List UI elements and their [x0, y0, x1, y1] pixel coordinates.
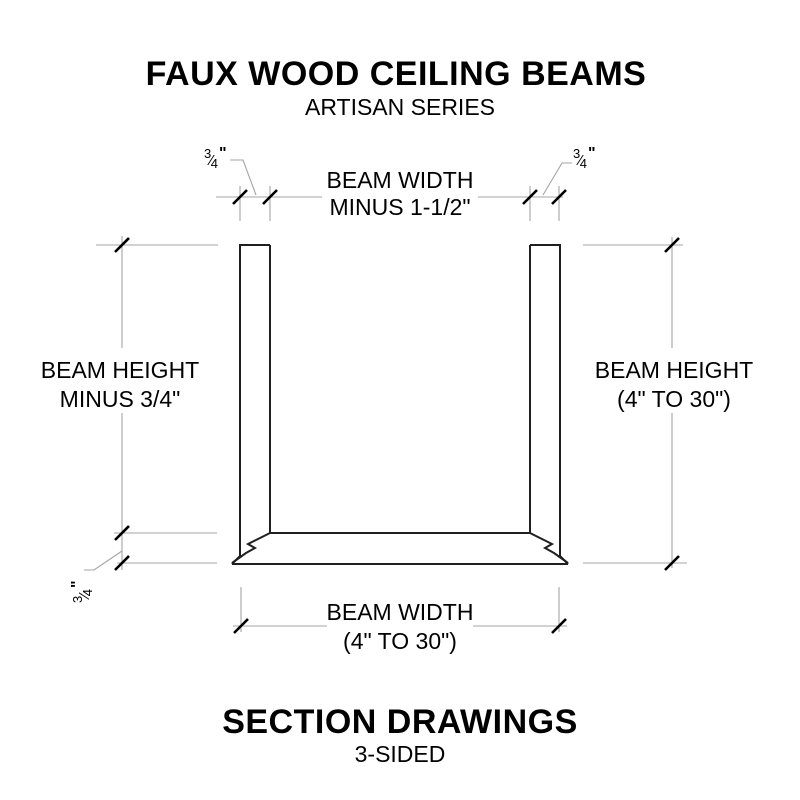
tick-mark	[664, 237, 680, 253]
tick-mark	[522, 189, 538, 205]
dim-label-left-height-line1: BEAM HEIGHT	[41, 357, 199, 383]
dim-left-lines	[84, 236, 218, 571]
page-title: FAUX WOOD CEILING BEAMS	[146, 55, 647, 93]
inch-mark: "	[588, 145, 596, 162]
dim-top-ticks	[232, 189, 567, 205]
tick-mark	[262, 189, 278, 205]
beam-section-outline	[231, 244, 569, 565]
leader-line-bottom-left	[84, 550, 123, 571]
tick-mark	[114, 237, 130, 253]
page-subtitle: ARTISAN SERIES	[305, 94, 495, 120]
dim-label-top-width-line1: BEAM WIDTH	[327, 167, 474, 193]
dim-label-right-height-line2: (4" TO 30")	[617, 386, 731, 412]
dim-label-bottom-width-line1: BEAM WIDTH	[327, 599, 474, 625]
dim-left-height: BEAM HEIGHT MINUS 3/4" 3⁄4"	[41, 236, 218, 603]
fraction-slash: ⁄	[206, 152, 215, 169]
beam-left-wall	[231, 244, 270, 565]
dim-right-ticks	[664, 237, 680, 571]
tick-mark	[232, 189, 248, 205]
tick-mark	[664, 555, 680, 571]
tick-mark	[233, 618, 249, 634]
fraction-numerator: 3	[70, 596, 85, 603]
beam-right-wall	[530, 244, 569, 565]
dim-left-ticks	[114, 237, 130, 571]
fraction-denominator: 4	[211, 156, 218, 171]
beam-inner-left-wall	[231, 245, 271, 564]
dim-top-inner-width: BEAM WIDTH MINUS 1-1/2" 3⁄4" 3⁄4"	[204, 145, 596, 221]
dim-label-wall-thickness-top-left: 3⁄4"	[204, 145, 227, 171]
footer-subtitle: 3-SIDED	[355, 741, 446, 767]
dim-label-top-width-line2: MINUS 1-1/2"	[329, 194, 470, 220]
tick-mark	[114, 525, 130, 541]
tick-mark	[551, 189, 567, 205]
tick-mark	[114, 555, 130, 571]
dim-right-lines	[583, 237, 687, 568]
dim-right-height: BEAM HEIGHT (4" TO 30")	[583, 237, 753, 571]
fraction-numerator: 3	[573, 146, 580, 161]
footer-title: SECTION DRAWINGS	[222, 703, 578, 741]
fraction-denominator: 4	[580, 156, 587, 171]
fraction-slash: ⁄	[76, 592, 93, 601]
fraction-slash: ⁄	[575, 152, 584, 169]
fraction-denominator: 4	[80, 589, 95, 596]
dim-label-wall-thickness-top-right: 3⁄4"	[573, 145, 596, 171]
dim-label-bottom-width-line2: (4" TO 30")	[343, 628, 457, 654]
fraction-numerator: 3	[204, 146, 211, 161]
leader-line-top-left	[230, 159, 257, 196]
dim-label-right-height-line1: BEAM HEIGHT	[595, 357, 753, 383]
inch-mark: "	[219, 145, 227, 162]
dim-label-bottom-thickness: 3⁄4"	[69, 580, 95, 603]
dim-bottom-width: BEAM WIDTH (4" TO 30")	[233, 587, 567, 654]
tick-mark	[551, 618, 567, 634]
inch-mark: "	[69, 580, 86, 588]
beam-inner-right-wall	[529, 245, 569, 564]
dim-label-left-height-line2: MINUS 3/4"	[60, 386, 181, 412]
dim-bottom-ticks	[233, 618, 567, 634]
leader-line-top-right	[542, 162, 572, 196]
